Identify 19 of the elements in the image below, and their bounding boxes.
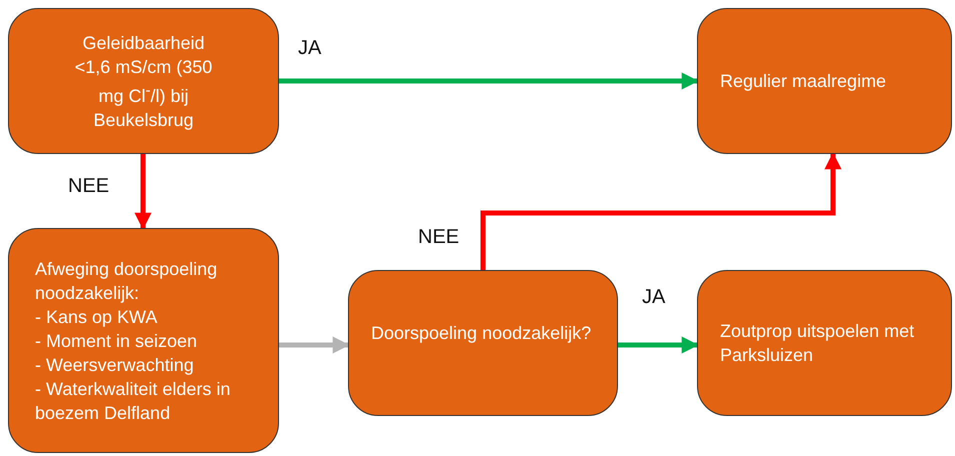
- arrow: [279, 336, 350, 354]
- box-text: - Weersverwachting: [35, 354, 195, 376]
- arrow: [134, 154, 152, 230]
- box-text: Geleidbaarheid <1,6 mS/cm (350 mg Cl$^{-}$/l) bij Beukelsbrug: [74, 32, 214, 132]
- box-text: Afweging doorspoeling noodzakelijk:: [35, 258, 218, 304]
- process-box: [8, 228, 279, 453]
- process-box: [697, 8, 952, 154]
- arrow: [618, 336, 699, 354]
- box-text: - Waterkwaliteit elders in boezem Delfland: [35, 378, 232, 424]
- arrow: [279, 72, 699, 90]
- process-box: [348, 270, 618, 416]
- box-text: Doorspoeling noodzakelijk?: [371, 322, 592, 345]
- box-text: Regulier maalregime: [720, 70, 888, 93]
- box-text: - Moment in seizoen: [35, 330, 198, 352]
- box-text: Zoutprop uitspoelen met Parksluizen: [720, 320, 916, 367]
- arrow: [480, 152, 842, 270]
- box-text: - Kans op KWA: [35, 306, 158, 328]
- process-box: [697, 270, 952, 416]
- process-box: [8, 8, 279, 154]
